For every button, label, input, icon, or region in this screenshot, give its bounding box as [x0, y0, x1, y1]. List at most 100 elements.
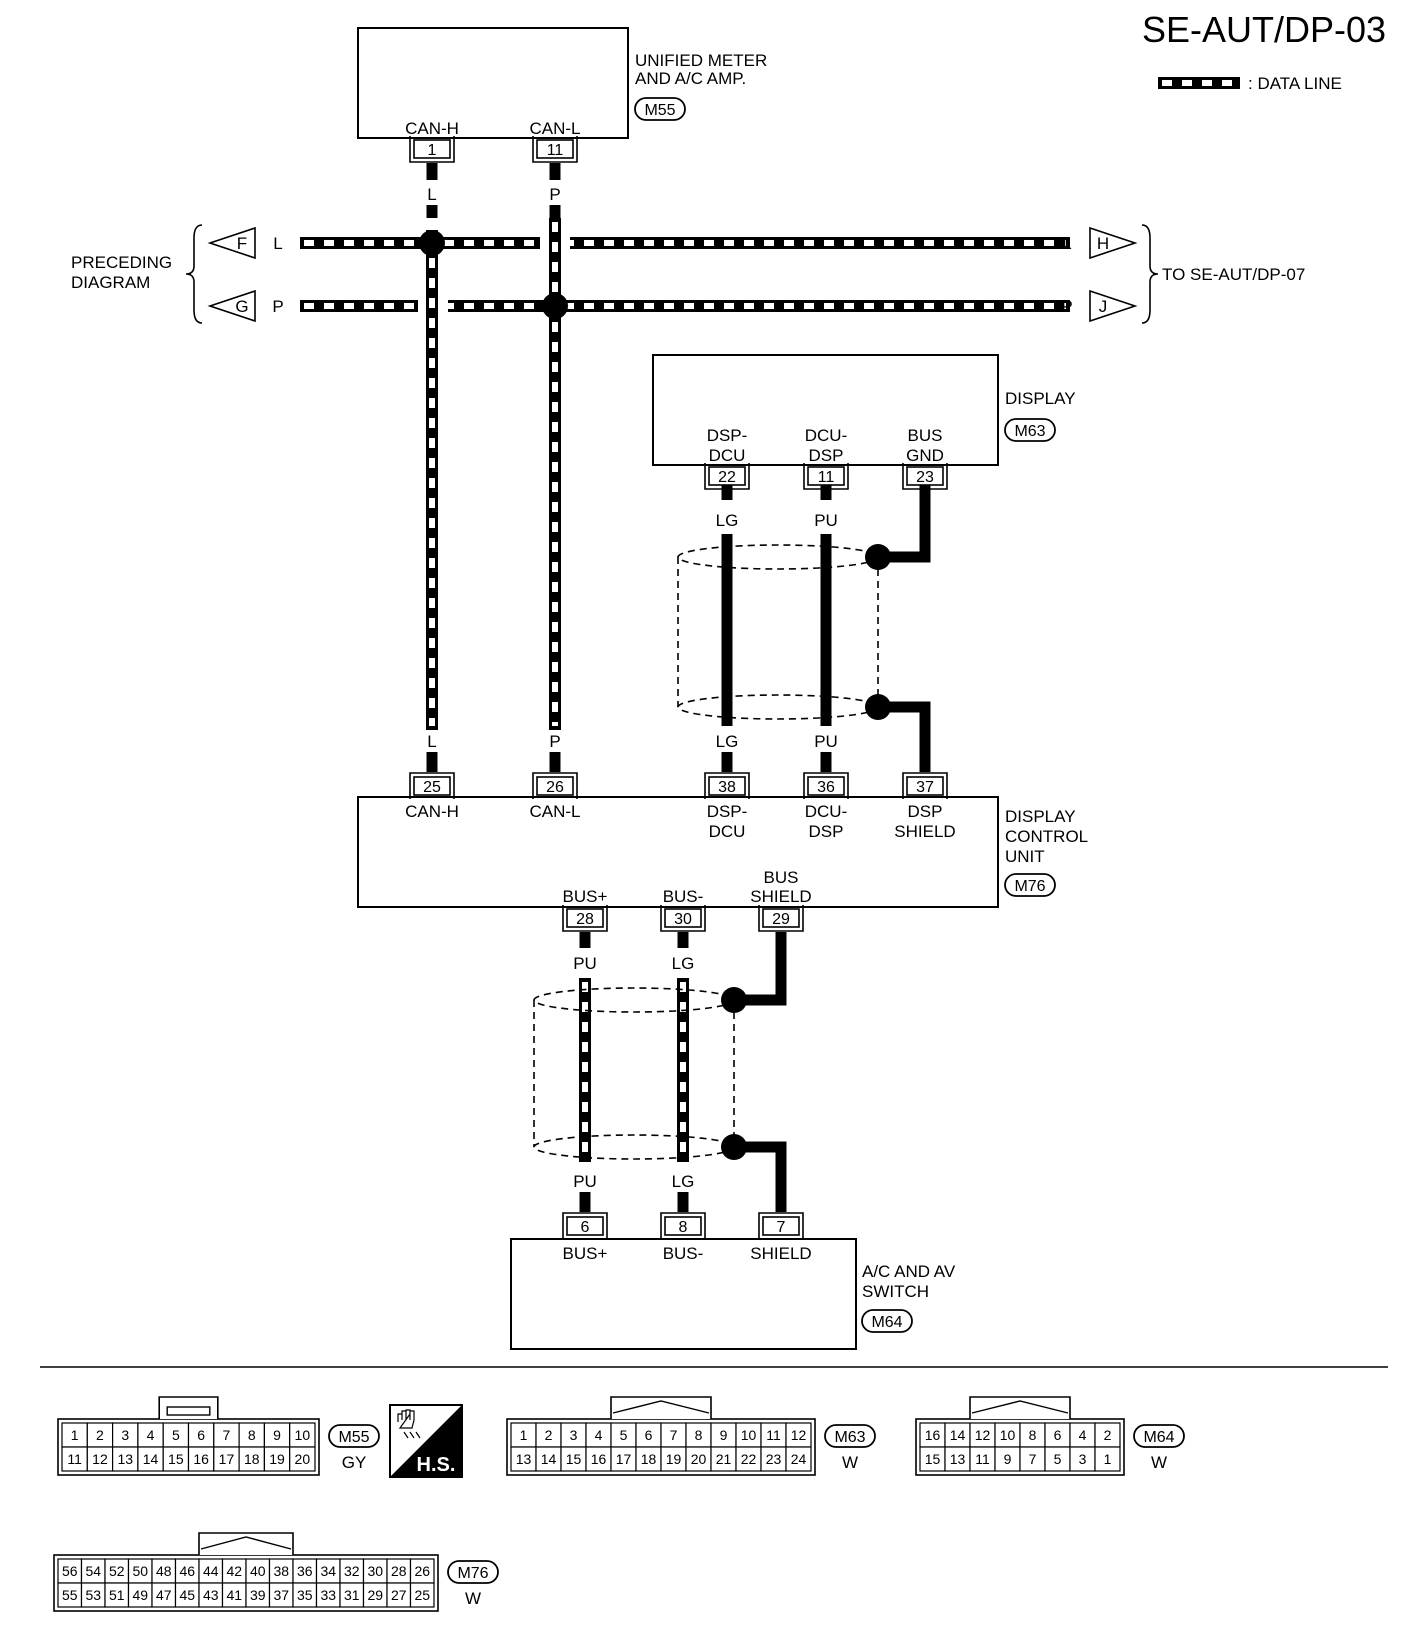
cavity-m55-6: 6: [197, 1427, 205, 1443]
dcu-pin-name-dcu-dsp-1: DCU-: [805, 802, 848, 821]
cavity-m76-40: 40: [250, 1563, 266, 1579]
terminal-m76-30: 30: [660, 905, 706, 932]
preceding-label-1: PRECEDING: [71, 253, 172, 272]
splice-can-h: [419, 230, 445, 256]
terminal-m63-22-number: 22: [718, 469, 736, 486]
cavity-m55-15: 15: [168, 1451, 184, 1467]
cavity-m64-7: 7: [1029, 1451, 1037, 1467]
cavity-m63-8: 8: [695, 1427, 703, 1443]
cavity-m55-19: 19: [269, 1451, 285, 1467]
dcu-pin-name-bus-shield-1: BUS: [764, 868, 799, 887]
cavity-m63-3: 3: [570, 1427, 578, 1443]
wire-label-meter-can-h: L: [427, 185, 436, 204]
cavity-m76-37: 37: [273, 1587, 289, 1603]
cavity-m63-15: 15: [566, 1451, 582, 1467]
wire-label-next-p: P: [1061, 297, 1072, 316]
wire-label-dcu-pu: PU: [814, 732, 838, 751]
wire-label-switch-lg: LG: [672, 1172, 695, 1191]
cavity-m63-21: 21: [716, 1451, 732, 1467]
connector-view-id-m55: M55: [338, 1429, 369, 1446]
data-line-legend: : DATA LINE: [1158, 74, 1342, 93]
display-dcu-shielded-pair: [677, 485, 931, 772]
terminal-m64-7-number: 7: [777, 1219, 786, 1236]
dcu-pin-name-bus-shield-2: SHIELD: [750, 887, 811, 906]
wire-label-dcu-lg: LG: [716, 732, 739, 751]
cavity-m55-12: 12: [92, 1451, 108, 1467]
cavity-m76-53: 53: [85, 1587, 101, 1603]
terminal-m76-28-number: 28: [576, 911, 594, 928]
wire-label-dcu-can-l: P: [549, 732, 560, 751]
terminal-m64-6-number: 6: [581, 1219, 590, 1236]
cavity-m64-2: 2: [1104, 1427, 1112, 1443]
cavity-m63-2: 2: [545, 1427, 553, 1443]
terminal-m63-23-number: 23: [916, 469, 934, 486]
switch-pin-name-bus-plus: BUS+: [563, 1244, 608, 1263]
terminal-m76-26: 26: [532, 772, 578, 799]
cavity-m63-22: 22: [741, 1451, 757, 1467]
cavity-m64-6: 6: [1054, 1427, 1062, 1443]
terminal-m76-25-number: 25: [423, 779, 441, 796]
shield-ground-top-1: [865, 544, 891, 570]
svg-text:M64: M64: [871, 1314, 902, 1331]
cavity-m63-4: 4: [595, 1427, 603, 1443]
dcu-pin-name-can-l: CAN-L: [529, 802, 580, 821]
cavity-m55-11: 11: [67, 1451, 82, 1467]
wire-label-next-l: L: [1062, 234, 1071, 253]
cavity-m63-20: 20: [691, 1451, 707, 1467]
cavity-m64-5: 5: [1054, 1451, 1062, 1467]
connector-view-id-m76: M76: [457, 1565, 488, 1582]
cavity-m76-49: 49: [132, 1587, 148, 1603]
terminal-m76-38: 38: [704, 772, 750, 799]
connector-view-id-m63: M63: [834, 1429, 865, 1446]
cavity-m76-25: 25: [414, 1587, 430, 1603]
hand-icon: [397, 1409, 421, 1439]
pin-name-dcu-dsp-display-1: DCU-: [805, 426, 848, 445]
connector-badge-m76: M76: [1004, 873, 1056, 897]
terminal-m76-38-number: 38: [718, 779, 736, 796]
cavity-m76-54: 54: [85, 1563, 101, 1579]
cavity-m63-9: 9: [720, 1427, 728, 1443]
cavity-m76-51: 51: [109, 1587, 125, 1603]
cavity-m76-35: 35: [297, 1587, 313, 1603]
can-bus-lines: [300, 234, 1070, 315]
cavity-m64-12: 12: [975, 1427, 991, 1443]
cavity-m76-44: 44: [203, 1563, 219, 1579]
pin-name-dsp-dcu-display-1: DSP-: [707, 426, 748, 445]
connector-color-m64: W: [1151, 1453, 1167, 1472]
cavity-m55-13: 13: [117, 1451, 133, 1467]
terminal-m76-26-number: 26: [546, 779, 564, 796]
terminal-m76-36-number: 36: [817, 779, 835, 796]
connector-color-m55: GY: [342, 1453, 367, 1472]
terminal-m76-36: 36: [803, 772, 849, 799]
terminal-m64-7: 7: [758, 1212, 804, 1239]
switch-name-line-1: A/C AND AV: [862, 1262, 956, 1281]
cavity-m76-50: 50: [132, 1563, 148, 1579]
dcu-name-line-2: CONTROL: [1005, 827, 1088, 846]
unified-meter-name-line-2: AND A/C AMP.: [635, 69, 746, 88]
dcu-pin-name-bus-plus: BUS+: [563, 887, 608, 906]
cavity-m76-30: 30: [367, 1563, 383, 1579]
cavity-m55-20: 20: [295, 1451, 311, 1467]
terminal-m63-11: 11: [803, 463, 849, 490]
connector-badge-m55: M55: [634, 97, 686, 121]
svg-text:M76: M76: [1014, 878, 1045, 895]
pin-name-can-h-meter: CAN-H: [405, 119, 459, 138]
preceding-diagram-connectors: PRECEDING DIAGRAM F G L P: [71, 224, 284, 324]
cavity-m76-34: 34: [320, 1563, 336, 1579]
cavity-m63-10: 10: [741, 1427, 757, 1443]
cavity-m55-1: 1: [71, 1427, 79, 1443]
cavity-m64-14: 14: [950, 1427, 966, 1443]
terminal-m55-11: 11: [532, 136, 578, 163]
cavity-m64-3: 3: [1079, 1451, 1087, 1467]
cavity-m55-4: 4: [147, 1427, 155, 1443]
cavity-m63-1: 1: [520, 1427, 528, 1443]
terminal-m63-22: 22: [704, 463, 750, 490]
cavity-m55-8: 8: [248, 1427, 256, 1443]
terminal-m76-29: 29: [758, 905, 804, 932]
next-diagram-connectors: H J L P TO SE-AUT/DP-07: [1061, 224, 1305, 324]
cavity-m76-42: 42: [226, 1563, 242, 1579]
display-control-unit-component: DISPLAY CONTROL UNIT M76 CAN-H CAN-L DSP…: [357, 796, 1088, 908]
